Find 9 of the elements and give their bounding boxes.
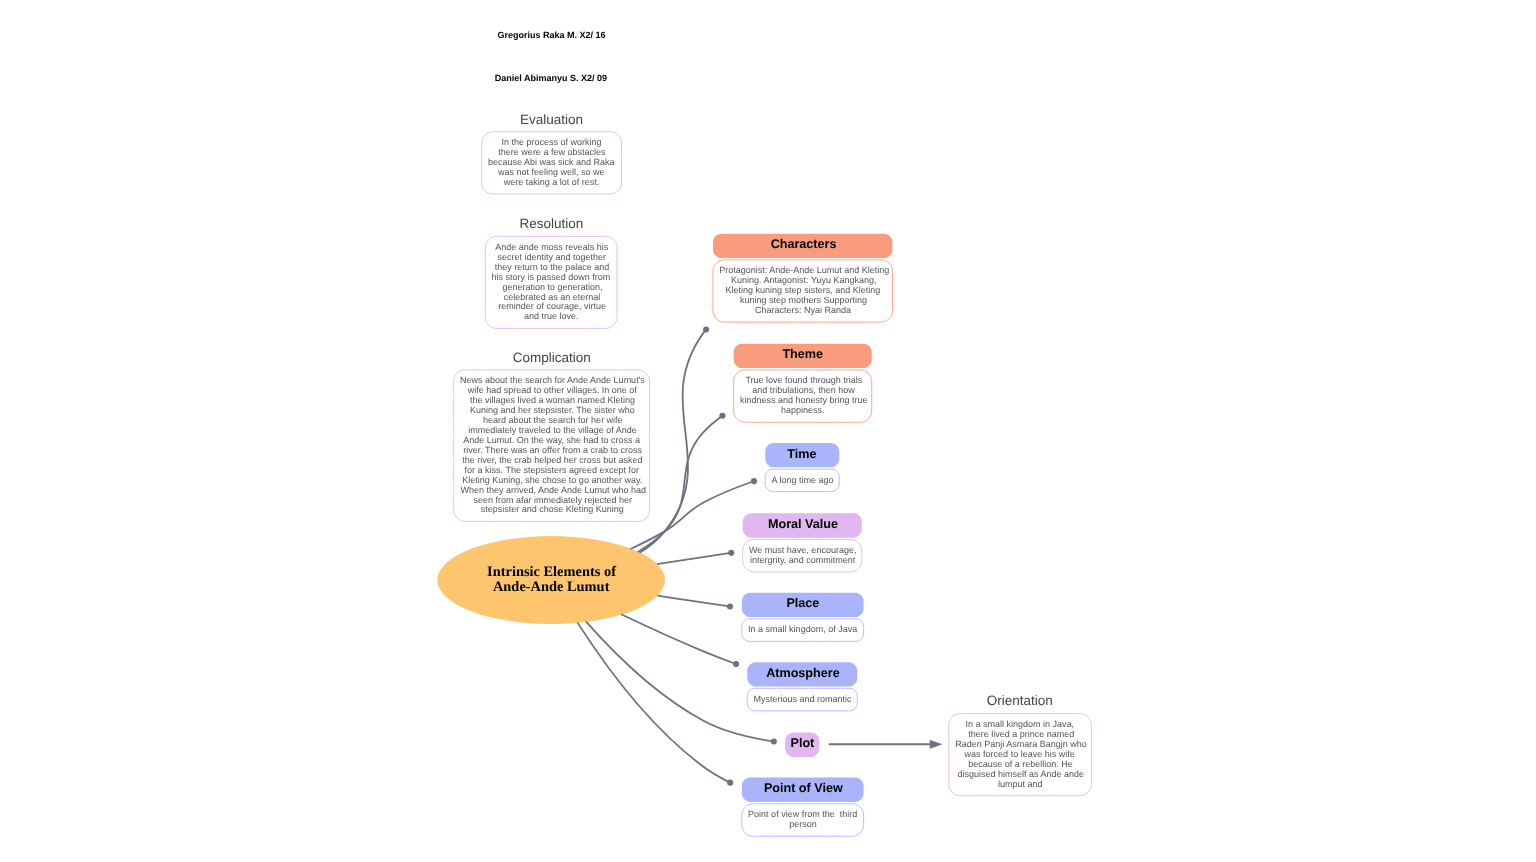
- connector: [637, 326, 709, 554]
- connector: [628, 478, 757, 550]
- connector: [635, 412, 725, 553]
- connector: [619, 613, 739, 668]
- connector: [655, 594, 733, 610]
- connector: [575, 621, 733, 786]
- connector: [584, 620, 776, 745]
- connector: [655, 549, 734, 565]
- arrow: [826, 739, 942, 749]
